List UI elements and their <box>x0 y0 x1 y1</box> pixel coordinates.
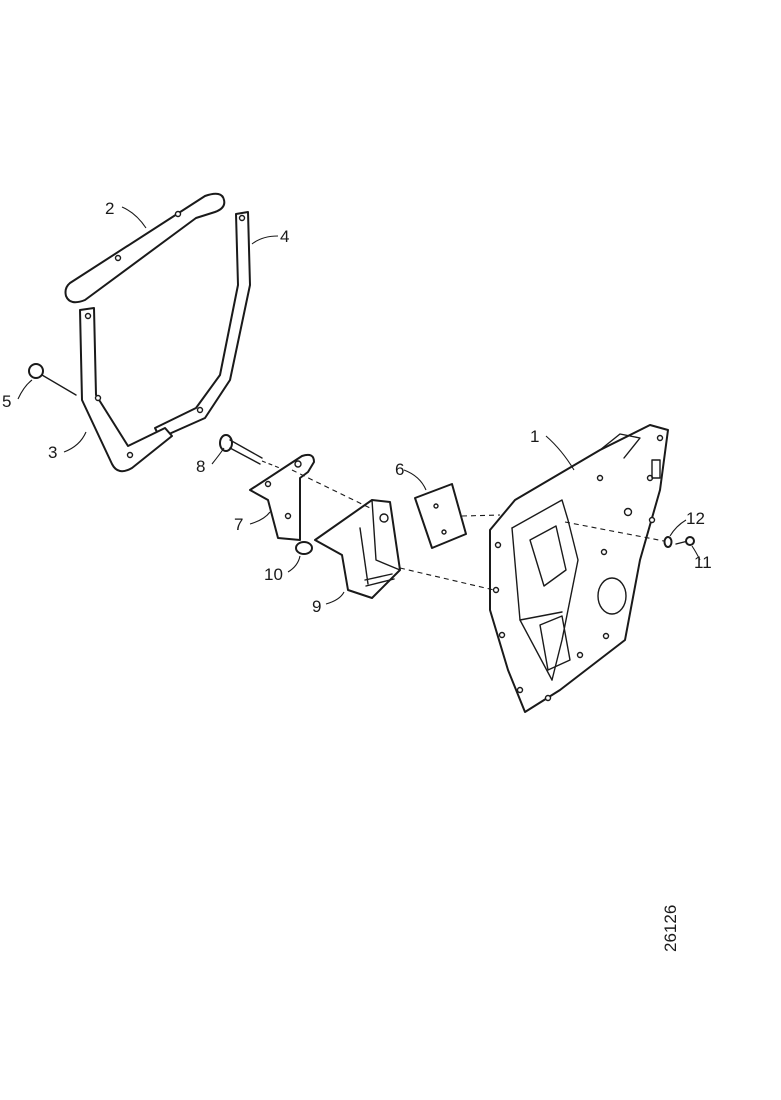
callout-8: 8 <box>196 457 205 476</box>
callout-12: 12 <box>686 509 705 528</box>
callout-5: 5 <box>2 392 11 411</box>
part-7-bracket <box>249 453 315 541</box>
part-10-washer <box>295 541 313 555</box>
part-4-right-bar <box>154 211 251 439</box>
part-9-housing <box>314 499 401 599</box>
part-5-bolt <box>28 363 77 396</box>
drawing-number: 26126 <box>661 905 680 952</box>
part-8-long-bolt <box>219 434 291 473</box>
callout-10: 10 <box>264 565 283 584</box>
callout-6: 6 <box>395 460 404 479</box>
leader-lines <box>17 206 701 605</box>
callout-4: 4 <box>280 227 289 246</box>
part-2-upper-bar <box>64 192 226 304</box>
callout-7: 7 <box>234 515 243 534</box>
callout-3: 3 <box>48 443 57 462</box>
callout-labels: 2 4 5 3 8 6 7 10 9 1 12 11 <box>2 199 712 616</box>
part-12-washer <box>663 536 673 548</box>
callout-1: 1 <box>530 427 539 446</box>
assembly-lines <box>291 469 665 591</box>
callout-2: 2 <box>105 199 114 218</box>
part-11-screw <box>675 536 695 546</box>
callout-9: 9 <box>312 597 321 616</box>
part-1-main-panel <box>489 424 669 713</box>
part-6-plate <box>414 483 467 549</box>
part-3-lower-frame <box>79 307 173 473</box>
callout-11: 11 <box>694 553 712 572</box>
